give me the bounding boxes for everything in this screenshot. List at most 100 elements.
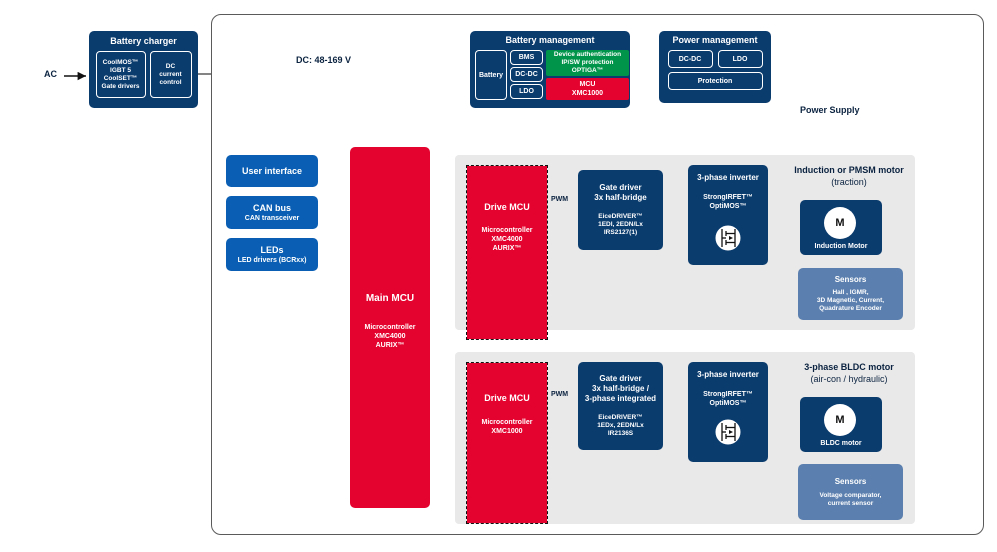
traction-gd-sub-0: EiceDRIVER™ <box>598 213 643 220</box>
traction-sensors-sub-2: Quadrature Encoder <box>819 305 882 312</box>
bm-mcu-block[interactable]: MCU XMC1000 <box>546 78 629 100</box>
bm-mcu-line-0: MCU <box>579 81 596 88</box>
traction-drive-mcu-sub-1: XMC4000 <box>491 236 523 243</box>
traction-motor-label: Induction Motor <box>814 243 868 250</box>
traction-motor-block[interactable]: M Induction Motor <box>800 200 882 255</box>
charger-power-line-1: IGBT 5 <box>110 66 131 74</box>
traction-gd-sub-1: 1EDI, 2EDN/Lx <box>598 221 643 228</box>
traction-motor-heading-1: (traction) <box>831 177 867 187</box>
traction-gd-title-1: 3x half-bridge <box>594 193 647 202</box>
battery-cell-block[interactable]: Battery <box>475 50 507 100</box>
battery-charger-block[interactable]: Battery charger CoolMOS™ IGBT 5 CoolSET™… <box>89 31 198 108</box>
bm-dcdc-label: DC-DC <box>515 71 538 78</box>
aux-motor-symbol: M <box>835 413 845 426</box>
traction-inverter-sub-1: OptiMOS™ <box>709 203 747 210</box>
bm-mcu-line-1: XMC1000 <box>571 90 604 97</box>
traction-drive-mcu-title: Drive MCU <box>484 202 530 212</box>
aux-gd-title-0: Gate driver <box>599 374 642 383</box>
dc-current-control[interactable]: DC current control <box>149 51 192 98</box>
aux-sensors-title: Sensors <box>834 476 867 486</box>
aux-sensors-block[interactable]: Sensors Voltage comparator, current sens… <box>798 464 903 520</box>
user-interface-block[interactable]: User interface <box>226 155 318 187</box>
aux-gate-driver-block[interactable]: Gate driver 3x half-bridge / 3-phase int… <box>578 362 663 450</box>
aux-gd-sub-2: IR2136S <box>607 430 634 437</box>
traction-pwm-label: PWM <box>551 196 569 203</box>
dc-current-line-2: control <box>159 78 182 86</box>
leds-sub: LED drivers (BCRxx) <box>237 256 307 264</box>
user-interface-title: User interface <box>241 165 303 176</box>
pm-dcdc-block[interactable]: DC-DC <box>667 50 713 68</box>
aux-motor-block[interactable]: M BLDC motor <box>800 397 882 452</box>
aux-motor-heading-1: (air-con / hydraulic) <box>810 374 888 384</box>
dc-current-line-1: current <box>159 70 182 78</box>
main-mcu-sub-0: Microcontroller <box>364 324 416 331</box>
optiga-line-1: IP/SW protection <box>561 59 614 66</box>
traction-inverter-block[interactable]: 3-phase inverter StrongIRFET™ OptiMOS™ <box>688 165 768 265</box>
leds-block[interactable]: LEDs LED drivers (BCRxx) <box>226 238 318 271</box>
pm-dcdc-label: DC-DC <box>678 55 702 63</box>
traction-inverter-sub-0: StrongIRFET™ <box>703 194 753 201</box>
aux-sensors-sub-0: Voltage comparator, <box>819 491 882 499</box>
can-bus-block[interactable]: CAN bus CAN transceiver <box>226 196 318 229</box>
ac-input-label: AC <box>44 69 57 79</box>
optiga-block[interactable]: Device authentication IP/SW protection O… <box>546 50 629 76</box>
aux-inverter-block[interactable]: 3-phase inverter StrongIRFET™ OptiMOS™ <box>688 362 768 462</box>
aux-drive-mcu-sub-0: Microcontroller <box>481 419 533 426</box>
battery-label: Battery <box>478 71 504 79</box>
aux-motor-heading-0: 3-phase BLDC motor <box>804 362 894 372</box>
can-bus-sub: CAN transceiver <box>244 214 300 222</box>
aux-drive-mcu-sub-1: XMC1000 <box>491 428 523 435</box>
traction-drive-mcu-sub-2: AURIX™ <box>492 245 522 252</box>
main-mcu-sub-1: XMC4000 <box>374 333 406 340</box>
pm-ldo-block[interactable]: LDO <box>717 50 763 68</box>
aux-gd-sub-1: 1EDx, 2EDN/Lx <box>597 422 644 429</box>
traction-sensors-sub-0: Hall , IGMR, <box>832 289 869 296</box>
bms-block[interactable]: BMS <box>510 50 543 65</box>
traction-gd-title-0: Gate driver <box>599 183 642 192</box>
battery-management-block[interactable]: Battery management Battery BMS DC-DC LDO… <box>470 31 630 108</box>
aux-gd-title-1: 3x half-bridge / <box>592 384 649 393</box>
pm-ldo-label: LDO <box>732 55 748 63</box>
traction-sensors-block[interactable]: Sensors Hall , IGMR, 3D Magnetic, Curren… <box>798 268 903 320</box>
aux-pwm-label: PWM <box>551 391 569 398</box>
bms-label: BMS <box>518 54 535 61</box>
aux-inverter-sub-1: OptiMOS™ <box>709 400 747 407</box>
traction-sensors-sub-1: 3D Magnetic, Current, <box>816 297 885 304</box>
pm-protection-label: Protection <box>697 77 733 85</box>
main-mcu-sub-2: AURIX™ <box>375 342 405 349</box>
traction-gd-sub-2: IRS2127(1) <box>603 229 638 236</box>
main-mcu-title: Main MCU <box>365 293 415 304</box>
optiga-line-2: OPTIGA™ <box>571 67 604 74</box>
aux-drive-mcu-boundary: Drive MCU Microcontroller XMC1000 <box>466 362 548 524</box>
pm-protection-block[interactable]: Protection <box>667 72 763 90</box>
leds-title: LEDs <box>260 244 284 255</box>
bm-ldo-label: LDO <box>519 88 534 95</box>
aux-motor-label: BLDC motor <box>820 440 862 447</box>
aux-sensors-sub-1: current sensor <box>827 499 874 507</box>
power-management-title: Power management <box>672 35 758 45</box>
can-bus-title: CAN bus <box>253 202 291 213</box>
traction-motor-symbol: M <box>835 216 845 229</box>
battery-charger-title: Battery charger <box>110 36 177 46</box>
charger-power-stage[interactable]: CoolMOS™ IGBT 5 CoolSET™ Gate drivers <box>95 51 146 98</box>
aux-inverter-sub-0: StrongIRFET™ <box>703 391 753 398</box>
mosfet-icon <box>714 418 742 446</box>
mosfet-icon <box>714 224 742 252</box>
battery-management-title: Battery management <box>505 35 595 45</box>
dc-link-label: DC: 48-169 V <box>296 55 352 65</box>
power-management-block[interactable]: Power management DC-DC LDO Protection <box>659 31 771 103</box>
traction-gate-driver-block[interactable]: Gate driver 3x half-bridge EiceDRIVER™ 1… <box>578 170 663 250</box>
aux-inverter-title: 3-phase inverter <box>697 370 759 379</box>
dc-current-line-0: DC <box>165 62 176 70</box>
bm-ldo-block[interactable]: LDO <box>510 84 543 99</box>
charger-power-line-2: CoolSET™ <box>103 74 138 82</box>
bm-dcdc-block[interactable]: DC-DC <box>510 67 543 82</box>
charger-power-line-3: Gate drivers <box>101 82 140 90</box>
charger-power-line-0: CoolMOS™ <box>102 58 139 66</box>
main-mcu-block[interactable]: Main MCU Microcontroller XMC4000 AURIX™ <box>350 147 430 508</box>
aux-drive-mcu-title: Drive MCU <box>484 393 530 403</box>
power-supply-label: Power Supply <box>800 105 860 115</box>
aux-gd-sub-0: EiceDRIVER™ <box>598 414 643 421</box>
traction-drive-mcu-boundary: Drive MCU Microcontroller XMC4000 AURIX™ <box>466 165 548 340</box>
